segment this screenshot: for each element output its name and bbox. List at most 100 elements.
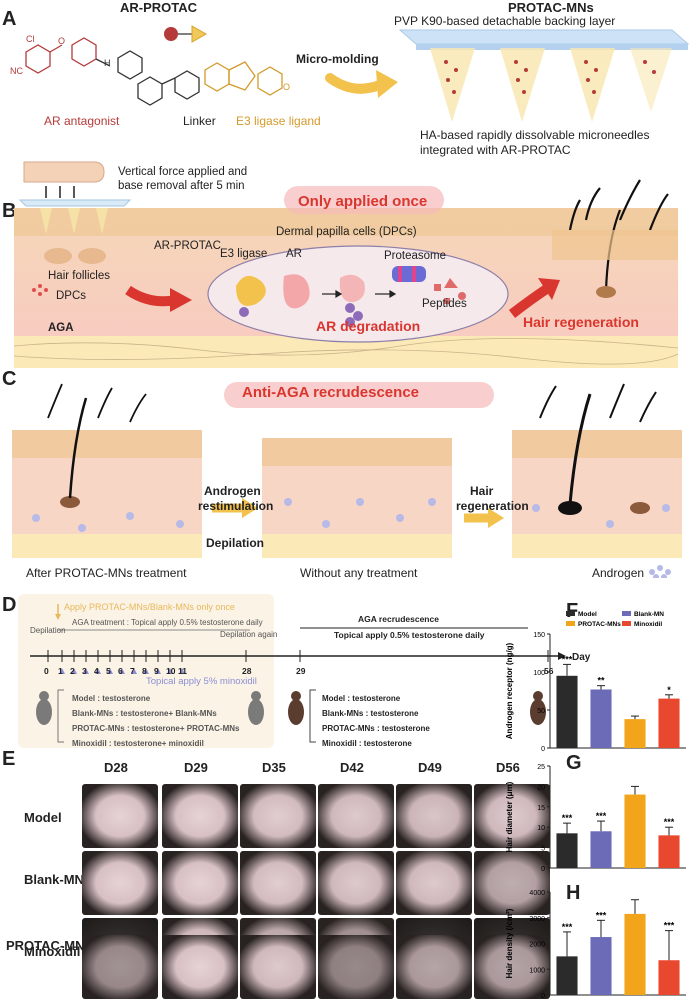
ar-protein-icon: [283, 274, 310, 309]
minoxidil-arrows: [59, 668, 185, 674]
mouse-skin-photo: [474, 784, 550, 848]
mouse-skin-photo: [396, 935, 472, 999]
mouse-skin-photo: [82, 851, 158, 915]
day-header: D28: [104, 760, 128, 775]
bar: [624, 719, 646, 748]
microneedle-patch: [398, 29, 690, 122]
bar: [556, 675, 578, 748]
androgen-legend-icon: [649, 565, 671, 578]
caption-without-treatment: Without any treatment: [300, 566, 418, 580]
ar-degradation-text: AR degradation: [316, 318, 421, 334]
proteasome-label: Proteasome: [384, 250, 447, 262]
caption-after-treatment: After PROTAC-MNs treatment: [26, 566, 187, 580]
ar-label: AR: [286, 248, 302, 260]
significance-label: ***: [664, 817, 675, 827]
panel-g-label: G: [566, 752, 582, 774]
mouse-skin-photo: [474, 935, 550, 999]
legend-label: Model: [578, 611, 597, 618]
group-left-item: Minoxidil : testosterone+ minoxidil: [72, 739, 204, 748]
chem-h: H: [104, 58, 111, 68]
y-axis-label: Hair diameter (μm): [505, 781, 514, 852]
significance-label: ***: [664, 921, 675, 931]
group-right-item: PROTAC-MNs : testosterone: [322, 724, 430, 733]
mouse-skin-photo: [396, 851, 472, 915]
minoxidil-arrow: [83, 668, 89, 674]
bar: [590, 831, 612, 868]
force-text-2: base removal after 5 min: [118, 180, 245, 192]
micro-molding-arrow: [325, 73, 387, 94]
bar: [658, 835, 680, 868]
day-header: D49: [418, 760, 442, 775]
panel-e-label: E: [2, 748, 16, 770]
tick-label: 28: [242, 666, 252, 676]
mouse-skin-photo: [82, 784, 158, 848]
restimulation-label: restimulation: [198, 499, 274, 513]
panel-c-label: C: [2, 368, 17, 390]
ligand-structure: [204, 61, 283, 96]
tick-label: 10: [166, 666, 176, 676]
mouse-skin-photo: [474, 851, 550, 915]
chem-o2: O: [283, 82, 291, 92]
bar: [556, 956, 578, 995]
group-left-item: PROTAC-MNs : testosterone+ PROTAC-MNs: [72, 724, 240, 733]
minoxidil-arrow: [59, 668, 65, 674]
bar: [556, 833, 578, 868]
y-tick-label: 0: [541, 866, 545, 873]
backing-layer-label: PVP K90-based detachable backing layer: [394, 14, 616, 28]
mouse-icon-2: [248, 691, 264, 725]
day-header: D56: [496, 760, 520, 775]
mouse-skin-photo: [82, 935, 158, 999]
aga-treatment-label: AGA treatment : Topical apply 0.5% testo…: [72, 618, 263, 627]
hair-label: Hair: [470, 484, 494, 498]
significance-label: ***: [596, 910, 607, 920]
linker-structure: [95, 50, 200, 106]
day-header: D29: [184, 760, 208, 775]
minoxidil-row-label: Topical apply 5% minoxidil: [146, 676, 257, 687]
depilation-start: Depilation: [30, 626, 66, 635]
bar: [624, 913, 646, 995]
panel-a-label: A: [2, 8, 17, 30]
tick-label: 4: [94, 666, 99, 676]
peptides-icon: [434, 278, 466, 304]
panel-b-graphic: [13, 161, 679, 368]
ar-protac-label: AR-PROTAC: [154, 240, 221, 252]
dpc-title: Dermal papilla cells (DPCs): [276, 226, 417, 238]
androgen-label: Androgen: [204, 484, 261, 498]
mouse-skin-photo: [162, 784, 238, 848]
mouse-skin-photo: [318, 784, 394, 848]
depilation-label: Depilation: [206, 536, 265, 550]
minoxidil-arrow: [131, 668, 137, 674]
minoxidil-arrow: [107, 668, 113, 674]
chem-cl: Cl: [26, 34, 35, 44]
panel-c-graphic: [12, 382, 682, 578]
bar: [590, 689, 612, 748]
regeneration-label: regeneration: [456, 499, 529, 513]
y-tick-label: 1000: [529, 967, 545, 974]
dpcs-label: DPCs: [56, 290, 87, 302]
mouse-icon-3: [288, 691, 304, 725]
tick-label: 2: [70, 666, 75, 676]
panel-d-label: D: [2, 594, 17, 616]
mouse-skin-photo: [240, 935, 316, 999]
mouse-skin-photo: [396, 784, 472, 848]
minoxidil-arrow: [119, 668, 125, 674]
group-right-item: Minoxidil : testosterone: [322, 739, 412, 748]
ar-protac-title: AR-PROTAC: [120, 0, 198, 15]
legend-swatch: [622, 611, 631, 616]
bar: [658, 698, 680, 748]
mouse-skin-photo: [318, 935, 394, 999]
microneedle-label-2: integrated with AR-PROTAC: [420, 143, 571, 157]
y-tick-label: 5: [541, 846, 545, 853]
aga-label: AGA: [48, 322, 74, 334]
minoxidil-arrow: [167, 668, 173, 674]
tick-label: 1: [58, 666, 63, 676]
group-right-item: Model : testosterone: [322, 694, 401, 703]
only-once-banner: [284, 186, 444, 214]
apply-once-label: Apply PROTAC-MNs/Blank-MNs only once: [64, 602, 235, 612]
legend-label: PROTAC-MNs: [578, 621, 621, 628]
finger-icon: [23, 161, 105, 183]
tick-label: 9: [154, 666, 159, 676]
depilation-again: Depilation again: [220, 630, 278, 639]
panel-h-label: H: [566, 882, 581, 904]
